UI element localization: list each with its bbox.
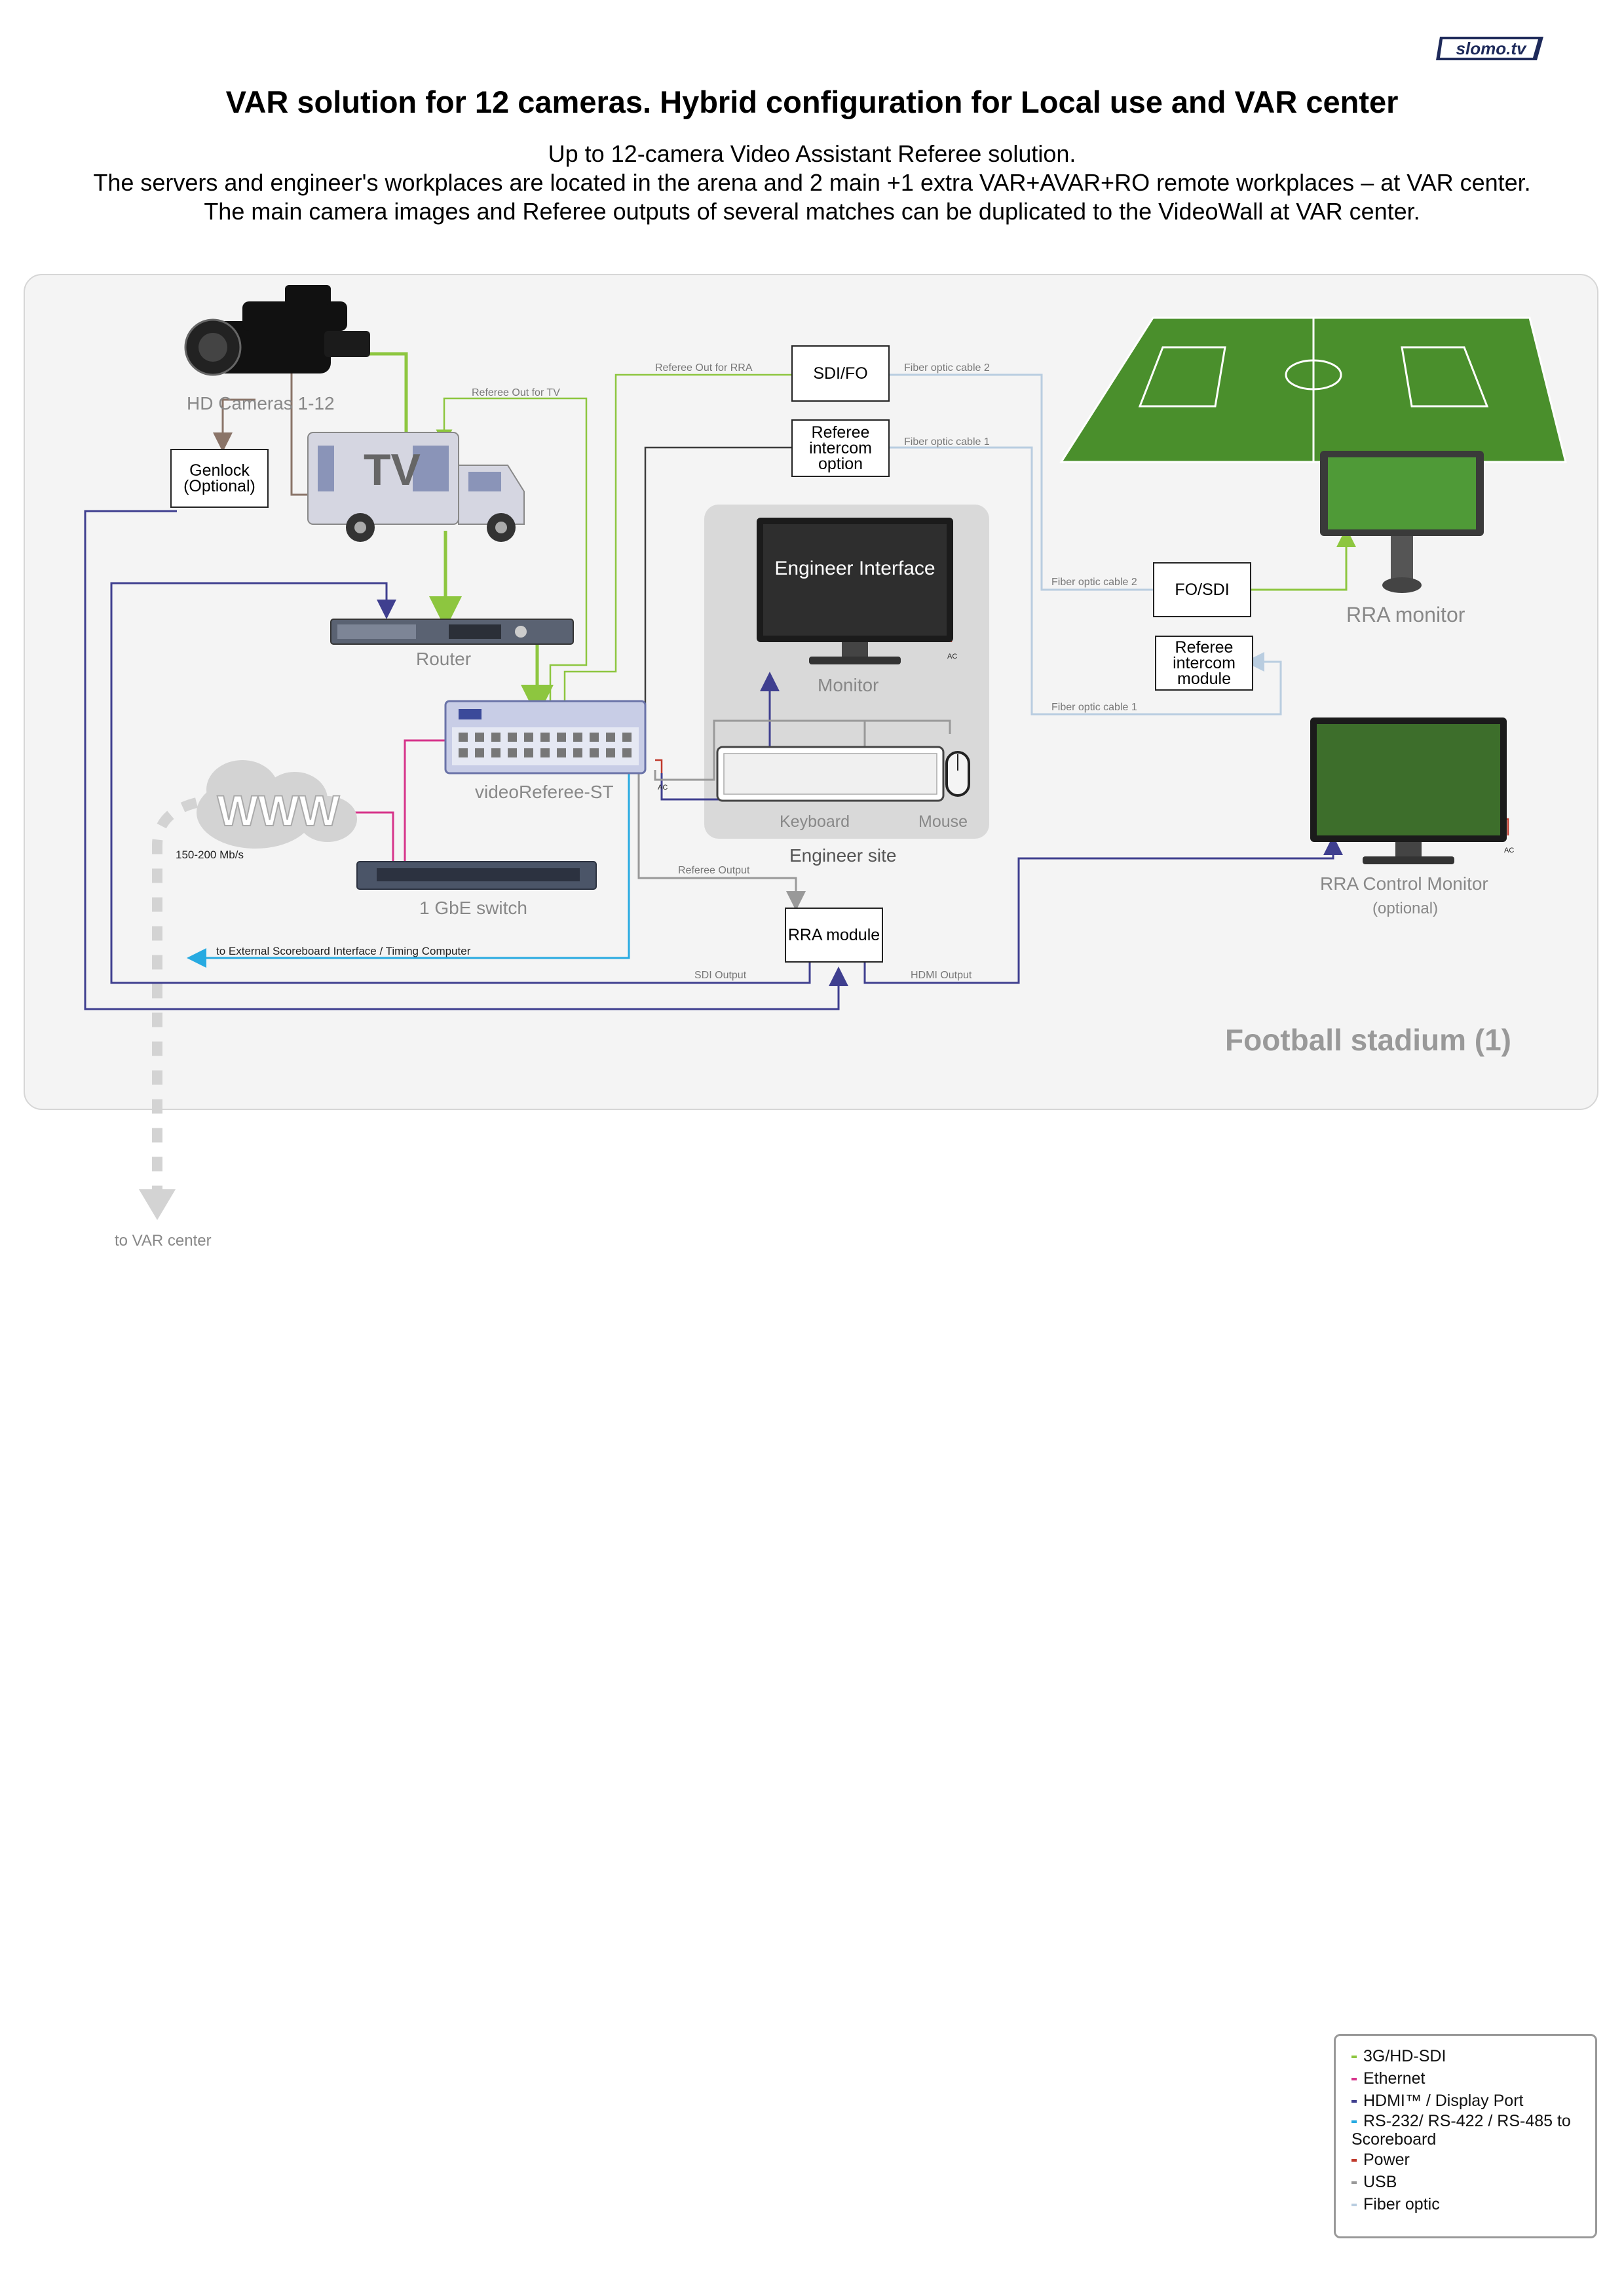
fiber2-label-top: Fiber optic cable 2 [904, 362, 990, 373]
switch-label: 1 GbE switch [419, 898, 527, 918]
legend-item: Power [1351, 2149, 1586, 2171]
subtitle-line-2: The servers and engineer's workplaces ar… [93, 169, 1531, 196]
subtitle-line-1: Up to 12-camera Video Assistant Referee … [548, 140, 1076, 167]
rra-control-monitor-label: RRA Control Monitor [1320, 873, 1488, 894]
slomo-tv-logo: slomo.tv [1435, 34, 1547, 63]
scoreboard-label: to External Scoreboard Interface / Timin… [216, 945, 471, 957]
ac-label-control-monitor: AC [1504, 847, 1515, 854]
mouse-illustration [945, 751, 970, 797]
subtitle-line-3: The main camera images and Referee outpu… [204, 198, 1420, 225]
router-illustration [330, 619, 574, 645]
fiber1-label-top: Fiber optic cable 1 [904, 436, 990, 448]
referee-intercom-option-box: Referee intercom option [791, 419, 890, 477]
football-pitch-illustration [1059, 316, 1567, 463]
intercom-line [644, 446, 791, 767]
fiber2-label-bottom: Fiber optic cable 2 [1051, 577, 1137, 588]
hdmi-lines [84, 510, 1343, 1010]
legend-item: 3G/HD-SDI [1351, 2045, 1586, 2067]
connection-diagram: TV WWW [84, 285, 1567, 1220]
hdmi-output-label: HDMI Output [911, 970, 972, 981]
camera-illustration [184, 285, 370, 376]
switch-illustration [356, 861, 597, 890]
tv-truck-label: TV [364, 445, 421, 495]
legend-swatch-hdmi [1351, 2100, 1357, 2103]
legend-swatch-rs [1351, 2120, 1357, 2124]
engineer-interface-screen-text: Engineer Interface [774, 558, 935, 579]
fo-sdi-box: FO/SDI [1153, 562, 1251, 617]
referee-out-rra-label: Referee Out for RRA [655, 362, 753, 373]
legend-item: RS-232/ RS-422 / RS-485 to Scoreboard [1351, 2112, 1571, 2149]
ac-label-monitor: AC [947, 653, 958, 660]
rra-module-box: RRA module [785, 908, 883, 963]
var-center-arrowhead [139, 1189, 176, 1220]
ac-label-server: AC [658, 784, 668, 792]
genlock-box: Genlock (Optional) [170, 449, 269, 508]
rra-control-monitor-illustration [1310, 718, 1507, 864]
server-illustration [444, 700, 647, 775]
engineer-monitor-illustration [757, 518, 953, 664]
router-label: Router [416, 649, 472, 669]
var-center-dashed-line [152, 797, 198, 1206]
fiber-lines [890, 373, 1282, 716]
stadium-label: Football stadium (1) [1225, 1023, 1511, 1057]
legend-swatch-ethernet [1351, 2078, 1357, 2081]
cameras-label: HD Cameras 1-12 [187, 393, 335, 413]
referee-output-label: Referee Output [678, 865, 750, 876]
referee-out-tv-label: Referee Out for TV [472, 387, 560, 398]
legend-swatch-sdi [1351, 2056, 1357, 2059]
tv-truck-illustration: TV [307, 432, 525, 542]
rra-control-optional-label: (optional) [1372, 900, 1439, 917]
legend-item: HDMI™ / Display Port [1351, 2090, 1586, 2112]
engineer-site-label: Engineer site [789, 845, 897, 866]
page-title: VAR solution for 12 cameras. Hybrid conf… [225, 85, 1399, 119]
bandwidth-label: 150-200 Mb/s [176, 849, 244, 861]
sdi-output-label: SDI Output [694, 970, 747, 981]
fiber1-label-bottom: Fiber optic cable 1 [1051, 702, 1137, 713]
legend-item: Fiber optic [1351, 2193, 1586, 2215]
www-label: WWW [217, 786, 341, 835]
rra-monitor-illustration [1320, 451, 1484, 593]
legend-swatch-usb [1351, 2181, 1357, 2185]
mouse-label: Mouse [918, 813, 968, 831]
legend-swatch-fiber [1351, 2204, 1357, 2207]
keyboard-illustration [716, 746, 945, 802]
referee-out-lines [436, 373, 791, 704]
monitor-label: Monitor [818, 675, 879, 695]
server-label: videoReferee-ST [475, 782, 614, 802]
fo-sdi-line [1251, 527, 1356, 591]
rra-monitor-label: RRA monitor [1346, 603, 1465, 626]
usb-lines [637, 719, 951, 911]
www-cloud-illustration: WWW [197, 760, 357, 849]
referee-intercom-module-box: Referee intercom module [1155, 636, 1253, 691]
rs-line [187, 770, 630, 968]
svg-text:slomo.tv: slomo.tv [1456, 39, 1527, 58]
legend-swatch-power [1351, 2159, 1357, 2162]
keyboard-label: Keyboard [780, 813, 850, 831]
var-center-label: to VAR center [115, 1232, 212, 1250]
legend-item: USB [1351, 2171, 1586, 2193]
legend-item: Ethernet [1351, 2067, 1586, 2090]
sdi-fo-box: SDI/FO [791, 345, 890, 402]
legend: 3G/HD-SDI Ethernet HDMI™ / Display Port … [1334, 2034, 1597, 2238]
